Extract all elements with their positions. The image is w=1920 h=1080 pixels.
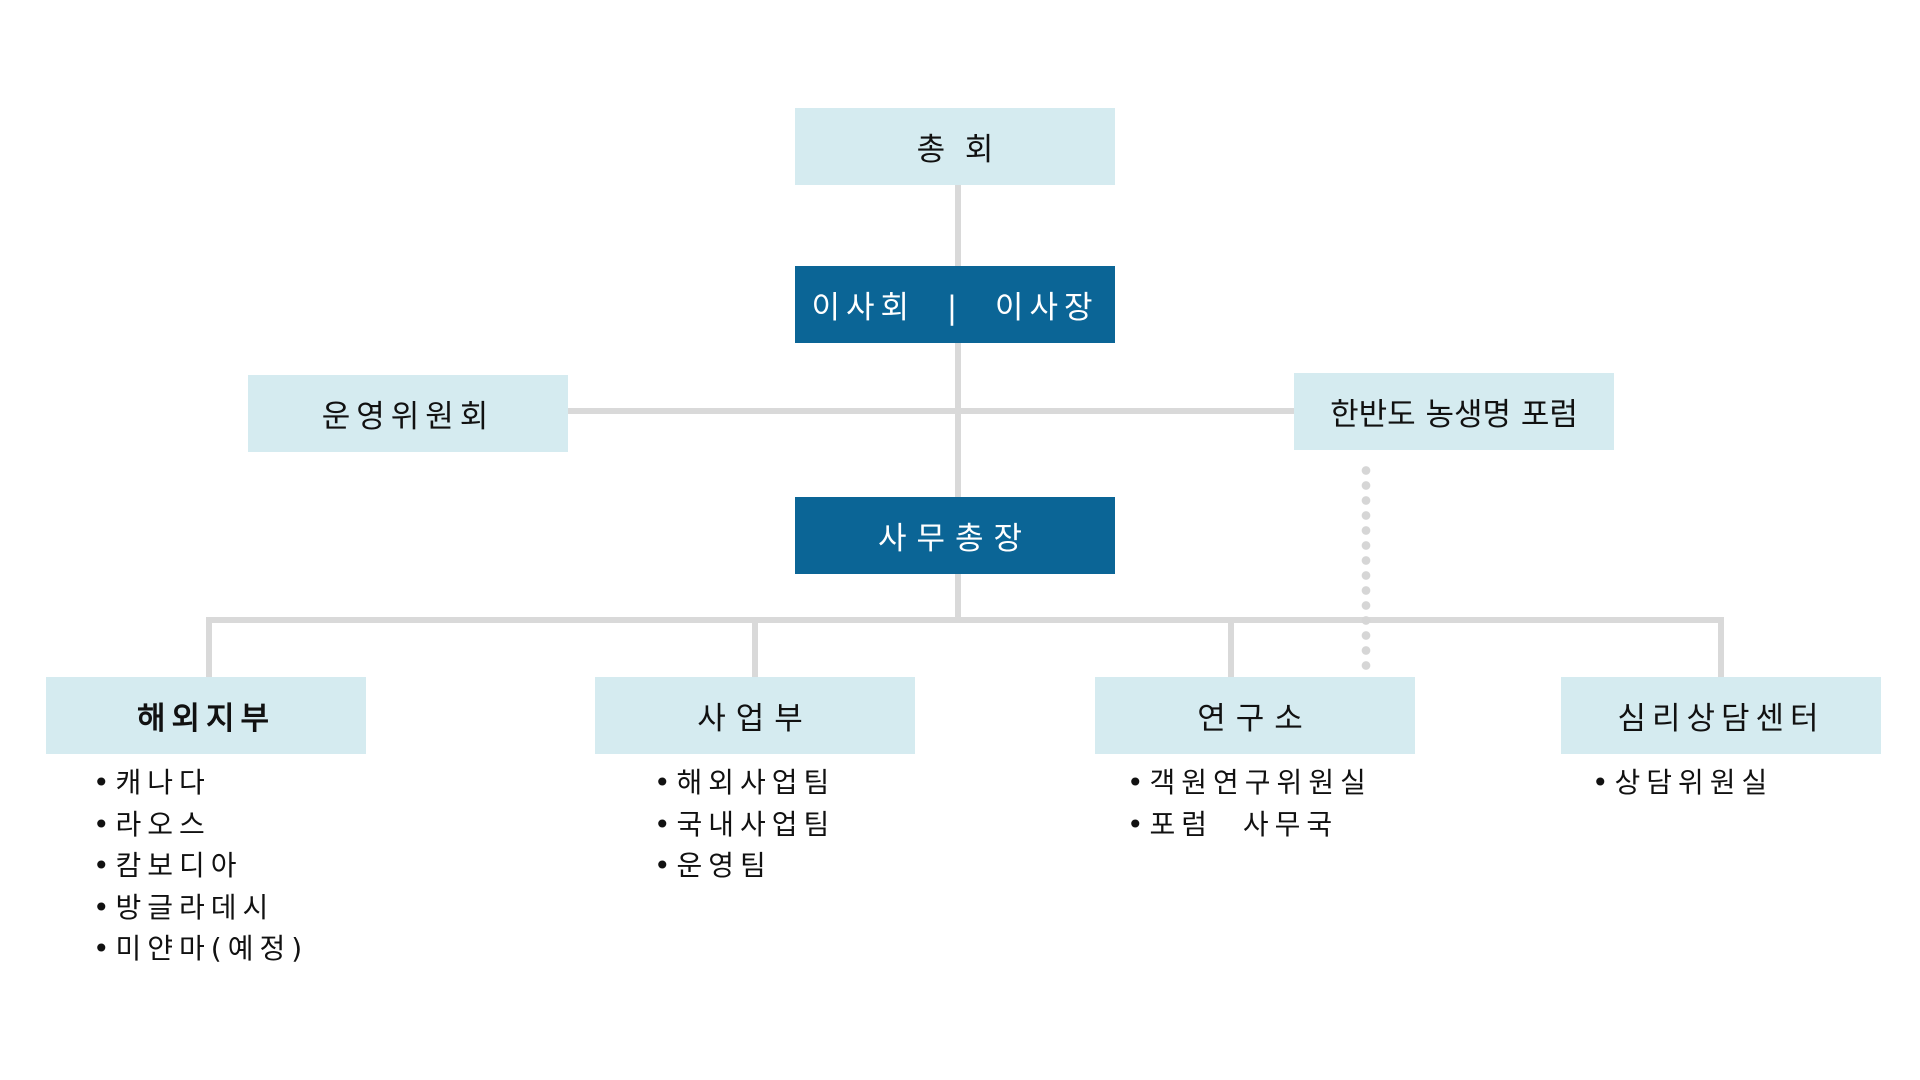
bullet: • xyxy=(93,766,110,799)
list-item: •해외사업팀 xyxy=(654,762,835,804)
list-item: •객원연구위원실 xyxy=(1127,762,1372,804)
list-item: •포럼 사무국 xyxy=(1127,804,1372,846)
list-item-label: 해외사업팀 xyxy=(676,766,836,799)
general-assembly-box: 총 회 xyxy=(795,108,1115,185)
list-item-label: 운영팀 xyxy=(676,849,772,882)
connector-drop-counseling xyxy=(1718,617,1724,678)
board-box: 이사회 | 이사장 xyxy=(795,266,1115,343)
bullet: • xyxy=(654,807,671,841)
bullet: • xyxy=(93,932,110,965)
list-item-label: 상담위원실 xyxy=(1614,766,1774,799)
list-item: •방글라데시 xyxy=(93,887,308,929)
bullet: • xyxy=(1127,766,1144,799)
bullet: • xyxy=(654,766,671,799)
list-item-label: 미얀마(예정) xyxy=(115,932,309,965)
list-item: •캄보디아 xyxy=(93,845,308,887)
bullet: • xyxy=(1592,766,1609,799)
list-item: •캐나다 xyxy=(93,762,308,804)
department-box-counseling: 심리상담센터 xyxy=(1561,677,1881,754)
list-item-label: 포럼 사무국 xyxy=(1149,807,1339,841)
steering-committee-box: 운영위원회 xyxy=(248,375,568,452)
department-title: 연구소 xyxy=(1197,701,1313,737)
list-item-label: 캄보디아 xyxy=(115,849,243,882)
department-list-research: •객원연구위원실 •포럼 사무국 xyxy=(1127,762,1372,845)
list-item-label: 국내사업팀 xyxy=(676,807,836,841)
forum-box: 한반도 농생명 포럼 xyxy=(1294,373,1614,450)
connector-drop-research xyxy=(1228,617,1234,678)
secretary-general-label: 사무총장 xyxy=(877,521,1033,557)
bullet: • xyxy=(1127,807,1144,841)
list-item-label: 라오스 xyxy=(115,807,211,841)
list-item: •라오스 xyxy=(93,804,308,846)
department-list-counseling: •상담위원실 xyxy=(1592,762,1773,804)
list-item: •미얀마(예정) xyxy=(93,928,308,970)
department-box-research: 연구소 xyxy=(1095,677,1415,754)
dotted-connector-forum-research xyxy=(1361,463,1371,671)
department-list-overseas: •캐나다 •라오스 •캄보디아 •방글라데시 •미얀마(예정) xyxy=(93,762,308,970)
general-assembly-label: 총 회 xyxy=(916,132,994,168)
department-title: 사업부 xyxy=(697,701,813,737)
department-title: 해외지부 xyxy=(136,701,276,737)
steering-committee-label: 운영위원회 xyxy=(321,399,495,435)
list-item: •운영팀 xyxy=(654,845,835,887)
connector-committee-forum xyxy=(566,408,1296,414)
list-item: •상담위원실 xyxy=(1592,762,1773,804)
connector-drop-business xyxy=(752,617,758,678)
department-list-business: •해외사업팀 •국내사업팀 •운영팀 xyxy=(654,762,835,887)
list-item: •국내사업팀 xyxy=(654,804,835,846)
connector-department-bus xyxy=(206,617,1724,623)
secretary-general-box: 사무총장 xyxy=(795,497,1115,574)
department-box-overseas: 해외지부 xyxy=(46,677,366,754)
bullet: • xyxy=(93,849,110,882)
connector-drop-overseas xyxy=(206,617,212,678)
list-item-label: 객원연구위원실 xyxy=(1149,766,1372,799)
department-box-business: 사업부 xyxy=(595,677,915,754)
list-item-label: 방글라데시 xyxy=(115,890,275,924)
bullet: • xyxy=(93,807,110,841)
bullet: • xyxy=(93,890,110,924)
connector-main-vertical xyxy=(955,185,961,622)
bullet: • xyxy=(654,849,671,882)
forum-label: 한반도 농생명 포럼 xyxy=(1330,397,1578,433)
list-item-label: 캐나다 xyxy=(115,766,211,799)
board-label: 이사회 | 이사장 xyxy=(811,290,1099,326)
department-title: 심리상담센터 xyxy=(1617,701,1825,737)
